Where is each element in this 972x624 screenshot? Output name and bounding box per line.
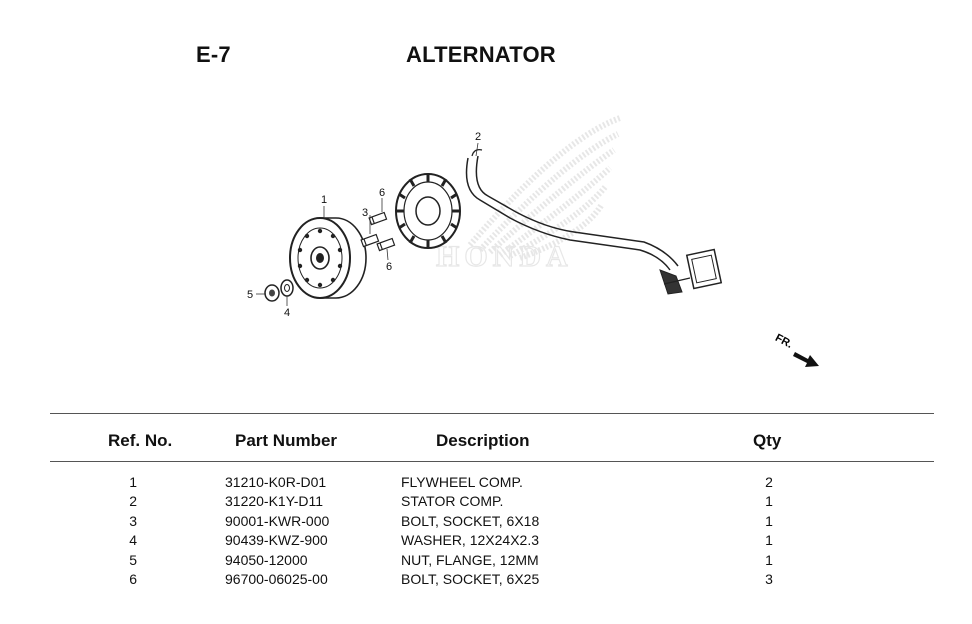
callout-1: 1 — [321, 194, 327, 206]
ref-cell: 4 — [129, 532, 137, 549]
description-cell: BOLT, SOCKET, 6X25 — [401, 571, 540, 588]
ref-cell: 2 — [129, 493, 137, 510]
table-top-rule — [50, 413, 934, 414]
table-row: 3 90001-KWR-000 BOLT, SOCKET, 6X18 1 — [0, 512, 779, 531]
honda-wing-watermark: HONDA — [435, 115, 622, 274]
ref-cell: 5 — [129, 551, 137, 568]
column-header-ref: Ref. No. — [108, 431, 173, 450]
part-number-cell: 96700-06025-00 — [225, 571, 328, 588]
direction-label: FR. — [773, 332, 794, 351]
callout-6b: 6 — [386, 261, 392, 273]
description-cell: WASHER, 12X24X2.3 — [401, 532, 539, 549]
qty-cell: 1 — [765, 551, 773, 568]
qty-cell: 2 — [765, 474, 773, 490]
part-number-cell: 90001-KWR-000 — [225, 512, 330, 529]
watermark-text: HONDA — [436, 240, 573, 273]
wire-harness — [465, 149, 723, 295]
front-arrow-icon — [793, 352, 819, 367]
stator — [395, 173, 461, 249]
qty-cell: 1 — [765, 532, 773, 549]
part-number-cell: 31210-K0R-D01 — [225, 474, 327, 490]
table-row: 1 31210-K0R-D01 FLYWHEEL COMP. 2 — [0, 473, 779, 492]
table-row: 4 90439-KWZ-900 WASHER, 12X24X2.3 1 — [0, 531, 779, 550]
part-number-cell: 90439-KWZ-900 — [225, 532, 328, 549]
callout-4: 4 — [284, 307, 290, 319]
ref-cell: 6 — [129, 571, 137, 588]
part-number-cell: 31220-K1Y-D11 — [225, 493, 324, 510]
column-header-qty: Qty — [753, 431, 782, 450]
table-header-rule — [50, 461, 934, 462]
alternator-exploded-diagram: HONDA — [247, 115, 819, 367]
column-header-description: Description — [436, 431, 530, 450]
parts-table: 1 31210-K0R-D01 FLYWHEEL COMP. 2 2 31220-K1Y-… — [0, 473, 779, 589]
front-direction-indicator: FR. — [773, 332, 819, 367]
callout-3: 3 — [362, 207, 368, 219]
table-row: 6 96700-06025-00 BOLT, SOCKET, 6X25 3 — [0, 570, 779, 589]
table-row: 5 94050-12000 NUT, FLANGE, 12MM 1 — [0, 551, 779, 570]
description-cell: BOLT, SOCKET, 6X18 — [401, 512, 540, 529]
qty-cell: 1 — [765, 512, 773, 529]
qty-cell: 3 — [765, 571, 773, 588]
ref-cell: 3 — [129, 512, 137, 529]
column-header-part-number: Part Number — [235, 431, 338, 450]
description-cell: NUT, FLANGE, 12MM — [401, 551, 539, 568]
qty-cell: 1 — [765, 493, 773, 510]
description-cell: STATOR COMP. — [401, 493, 504, 510]
part-number-cell: 94050-12000 — [225, 551, 308, 568]
flange-nut — [264, 284, 280, 302]
callout-2: 2 — [475, 131, 481, 143]
table-row: 2 31220-K1Y-D11 STATOR COMP. 1 — [0, 492, 779, 511]
ref-cell: 1 — [129, 474, 137, 490]
flywheel — [289, 217, 367, 299]
description-cell: FLYWHEEL COMP. — [401, 474, 523, 490]
callout-5: 5 — [247, 289, 253, 301]
section-code: E-7 — [196, 42, 231, 67]
callout-6: 6 — [379, 187, 385, 199]
socket-bolts — [360, 211, 396, 252]
page-title: ALTERNATOR — [406, 42, 556, 67]
